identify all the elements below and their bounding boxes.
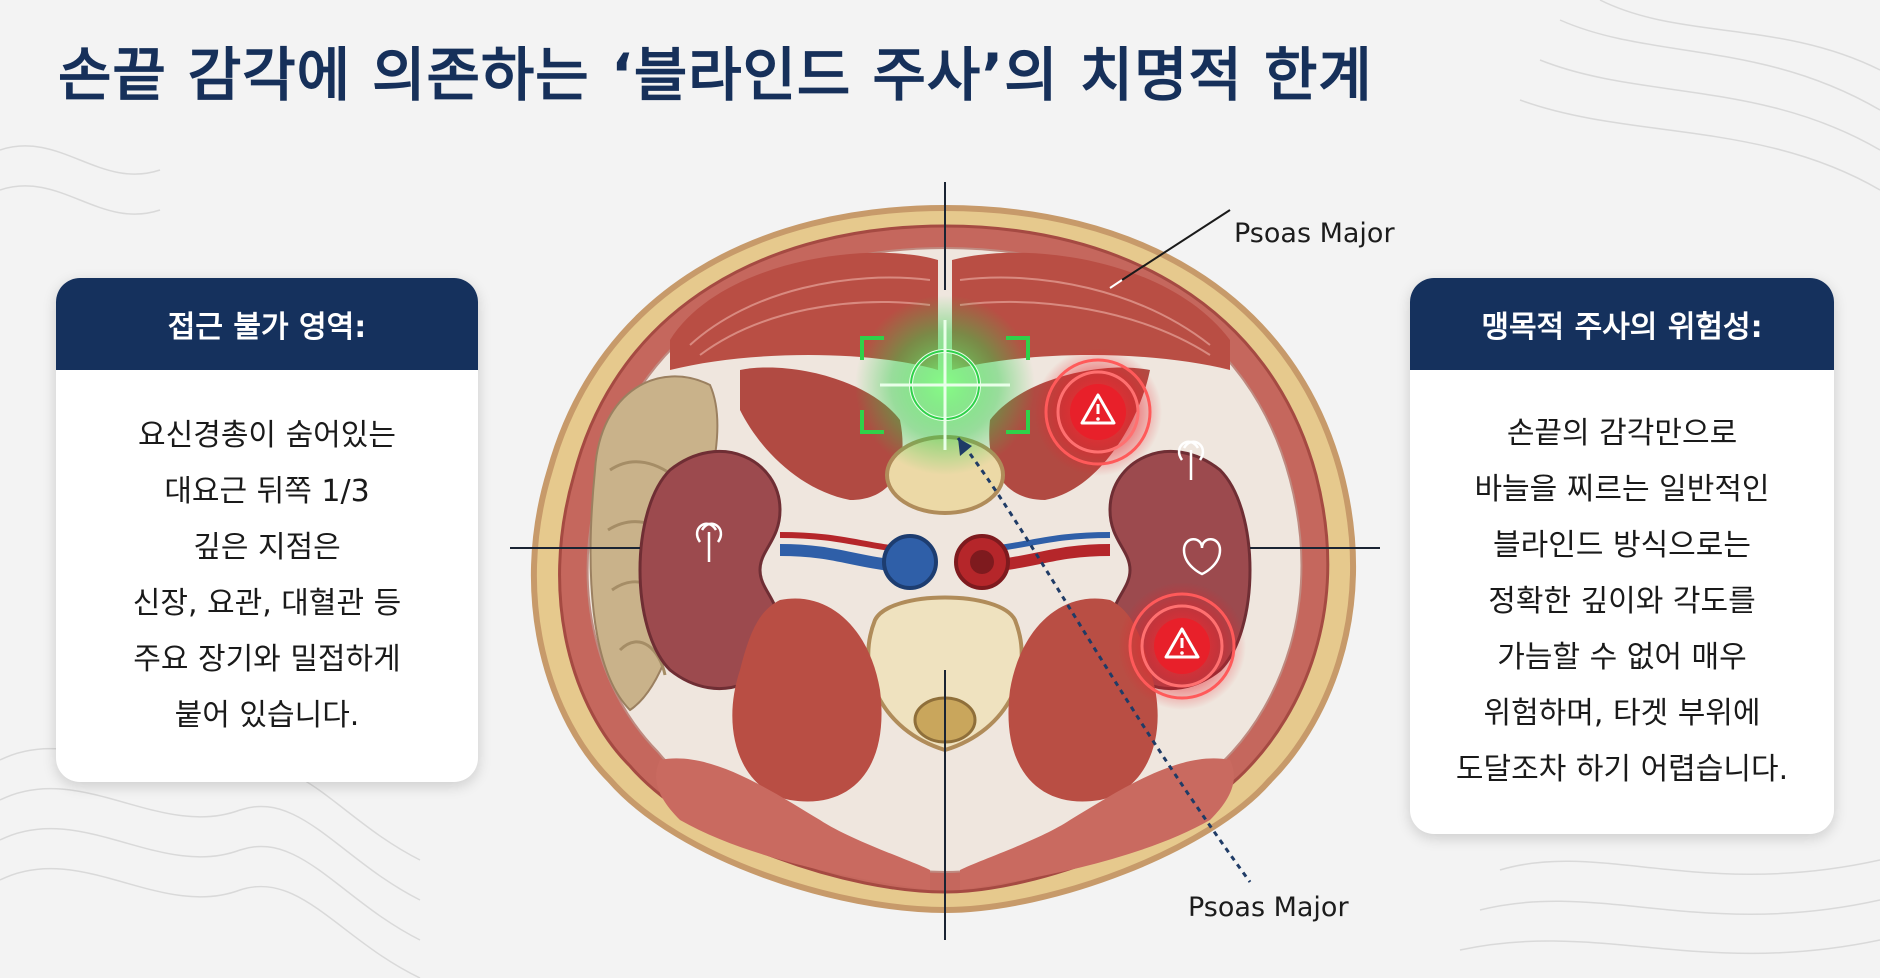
- psoas-major-label-bottom: Psoas Major: [1188, 892, 1349, 923]
- crosshair-axes: [510, 182, 1380, 940]
- inaccessible-area-body: 요신경총이 숨어있는 대요근 뒤쪽 1/3 깊은 지점은 신장, 요관, 대혈관…: [56, 370, 478, 782]
- warning-icon: [1080, 393, 1116, 425]
- card-text-line: 요신경총이 숨어있는: [138, 418, 396, 453]
- blind-injection-risk-header: 맹목적 주사의 위험성:: [1410, 278, 1834, 370]
- blind-injection-risk-card: 맹목적 주사의 위험성: 손끝의 감각만으로 바늘을 찌르는 일반적인 블라인드…: [1410, 278, 1834, 834]
- card-text-line: 가늠할 수 없어 매우: [1497, 640, 1747, 675]
- psoas-major-label-top: Psoas Major: [1234, 218, 1395, 249]
- inaccessible-area-card: 접근 불가 영역: 요신경총이 숨어있는 대요근 뒤쪽 1/3 깊은 지점은 신…: [56, 278, 478, 782]
- card-text-line: 정확한 깊이와 각도를: [1488, 584, 1756, 619]
- card-text-line: 대요근 뒤쪽 1/3: [164, 474, 370, 509]
- danger-zone-lower: [1118, 582, 1246, 710]
- card-text-line: 붙어 있습니다.: [174, 698, 360, 733]
- back-muscles: [656, 598, 1234, 890]
- page-title: 손끝 감각에 의존하는 ‘블라인드 주사’의 치명적 한계: [58, 41, 1373, 109]
- danger-zone-upper: [1034, 348, 1162, 476]
- card-text-line: 블라인드 방식으로는: [1493, 528, 1751, 563]
- target-crosshair: [855, 295, 1035, 475]
- card-text-line: 주요 장기와 밀접하게: [133, 642, 401, 677]
- needle-path: [956, 437, 1252, 883]
- card-text-line: 도달조차 하기 어렵습니다.: [1455, 752, 1789, 787]
- card-text-line: 손끝의 감각만으로: [1506, 416, 1738, 451]
- card-text-line: 바늘을 찌르는 일반적인: [1474, 472, 1770, 507]
- card-text-line: 신장, 요관, 대혈관 등: [132, 586, 402, 621]
- blind-injection-risk-body: 손끝의 감각만으로 바늘을 찌르는 일반적인 블라인드 방식으로는 정확한 깊이…: [1410, 370, 1834, 834]
- psoas-label-leader: [1109, 209, 1231, 289]
- abdominal-cross-section-diagram: [510, 182, 1380, 940]
- card-text-line: 위험하며, 타겟 부위에: [1483, 696, 1761, 731]
- kidney-icon: [695, 522, 723, 562]
- warning-icon: [1164, 627, 1200, 659]
- kidney-icon: [1177, 440, 1205, 480]
- card-text-line: 깊은 지점은: [193, 530, 341, 565]
- blood-vessels: [779, 532, 1111, 590]
- inaccessible-area-header: 접근 불가 영역:: [56, 278, 478, 370]
- heart-icon: [1182, 538, 1222, 576]
